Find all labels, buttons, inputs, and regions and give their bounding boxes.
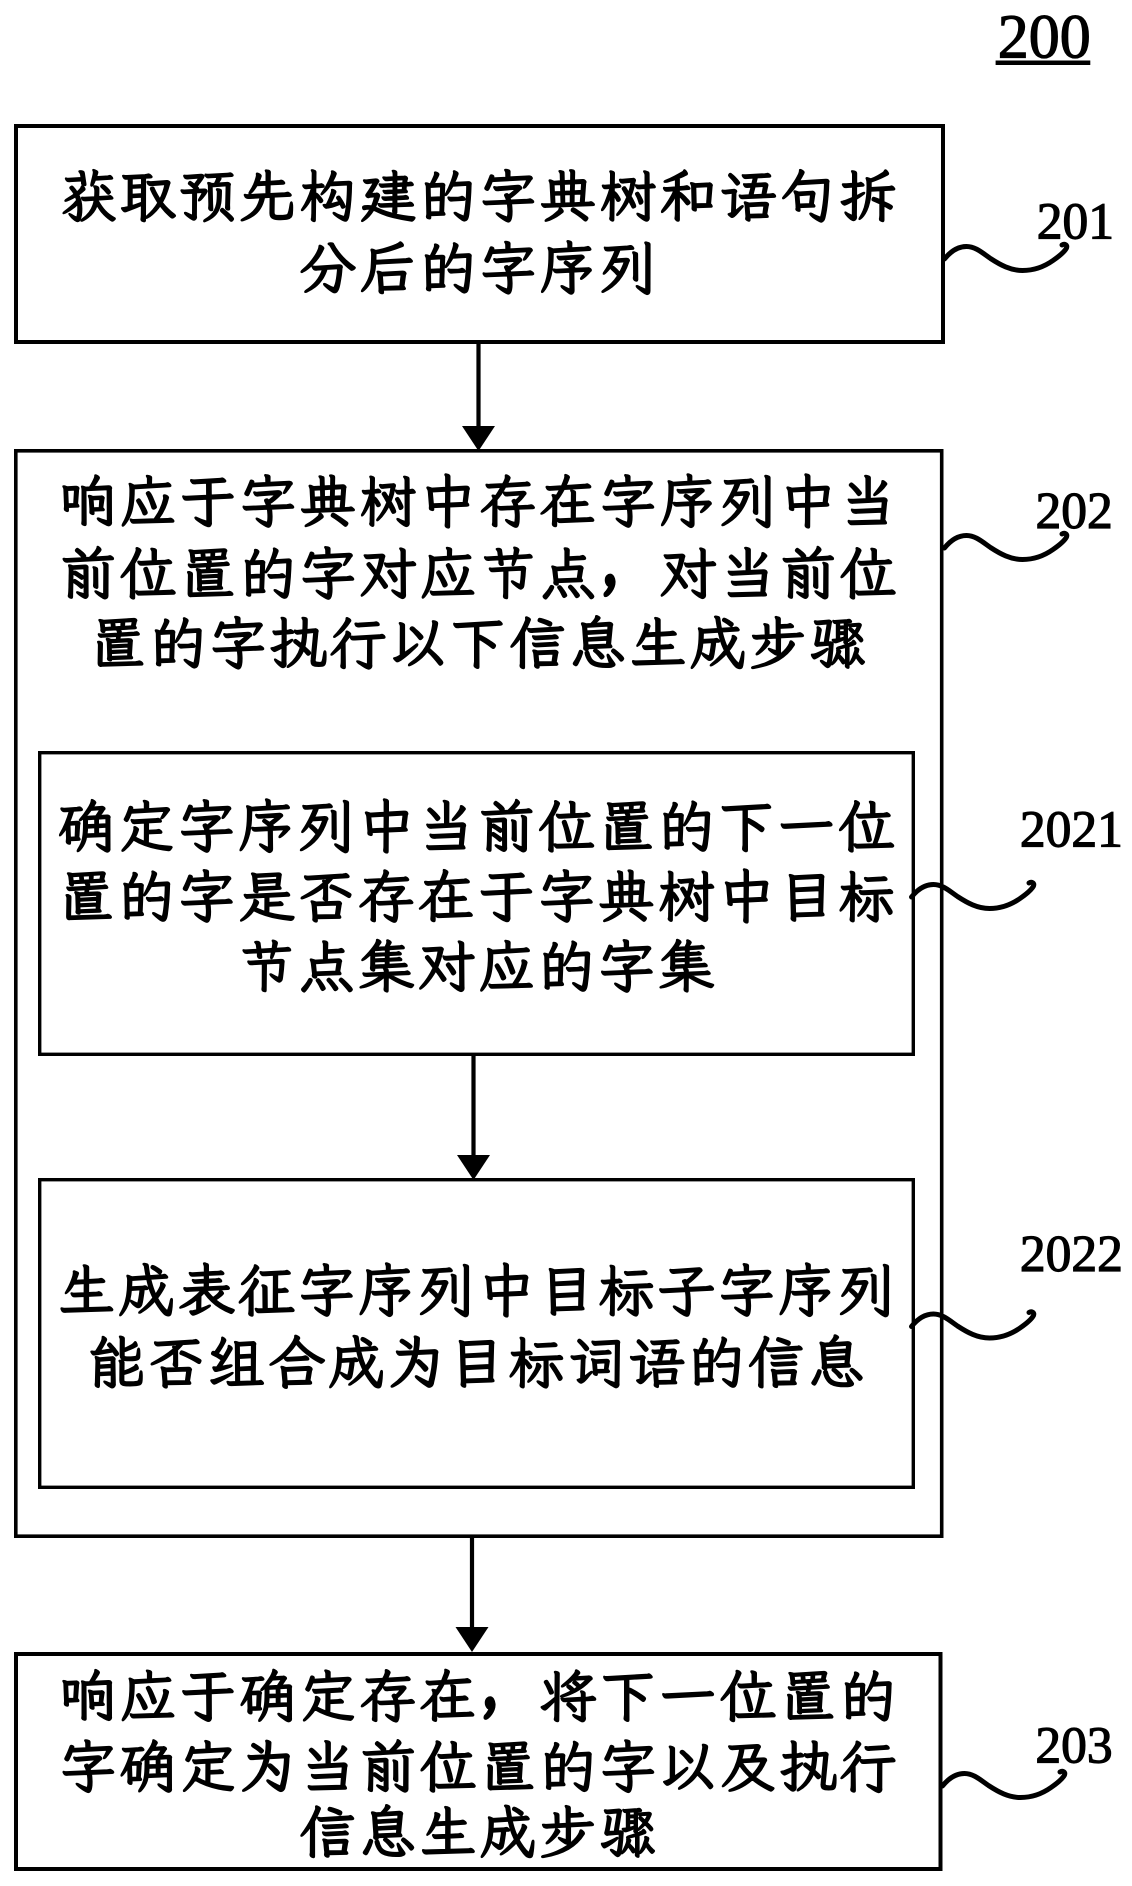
svg-text:202: 202	[1036, 483, 1113, 540]
svg-text:2021: 2021	[1020, 801, 1123, 858]
svg-text:2022: 2022	[1020, 1226, 1123, 1283]
svg-text:203: 203	[1035, 1717, 1112, 1774]
svg-text:201: 201	[1037, 194, 1114, 251]
